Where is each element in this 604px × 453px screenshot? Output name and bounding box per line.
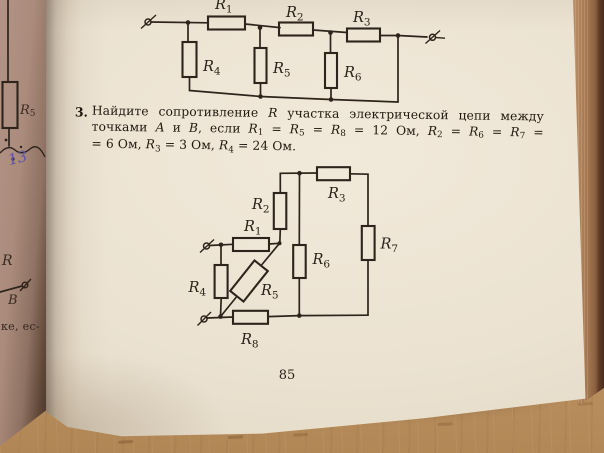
label-r8: R8 (240, 332, 259, 351)
left-page-b-label: B (8, 293, 18, 308)
label-r7: R7 (380, 237, 399, 256)
label-r5: R5 (272, 61, 291, 80)
label-r5: R5 (260, 283, 279, 302)
left-page-arrow-terminal-icon (0, 278, 32, 293)
circuit-diagram-main: R2 R1 R3 R4 R5 R6 R7 R8 (188, 166, 399, 351)
resistor-r5 (253, 46, 268, 85)
left-page-r5-label: R5 (20, 103, 36, 119)
handwriting-squiggle (0, 146, 46, 158)
resistor-r7 (360, 224, 376, 262)
problem-text: Найдите сопротивление R участка электрич… (91, 104, 544, 161)
label-r2: R2 (285, 5, 304, 24)
left-page-r-label: R (2, 253, 13, 269)
terminal-bottom-left-icon (197, 311, 212, 326)
resistor-r2 (277, 21, 315, 37)
label-r6: R6 (343, 65, 362, 84)
label-r1: R1 (243, 219, 262, 238)
circuit-diagram-top: R1 R2 R3 R4 R5 R6 (140, 0, 446, 103)
resistor-r4 (181, 40, 198, 79)
left-page-circuit-fragment (0, 0, 46, 161)
resistor-r4 (213, 263, 229, 300)
resistor-r1 (231, 236, 271, 253)
resistor-r1 (206, 15, 247, 31)
label-r1: R1 (214, 0, 233, 16)
label-r4: R4 (202, 59, 221, 78)
resistor-r5 (228, 258, 270, 304)
resistor-r6 (292, 243, 307, 280)
resistor-r8 (231, 309, 270, 325)
problem-number: 3. (74, 104, 89, 120)
resistor-r5-fragment (1, 80, 19, 130)
resistor-r6 (323, 51, 339, 90)
book-page: R1 R2 R3 R4 R5 R6 3. Найдите сопротивлен… (46, 0, 586, 437)
left-page-text-fragment: ке, ес- (1, 320, 40, 333)
resistor-r3 (315, 166, 352, 182)
terminal-right-icon (425, 29, 446, 45)
resistor-r3 (345, 27, 382, 43)
label-r3: R3 (327, 186, 346, 205)
label-r6: R6 (312, 252, 331, 271)
label-r4: R4 (188, 280, 207, 299)
label-r2: R2 (251, 197, 270, 216)
left-page-fragment: R5 13 R B ке, ес- (0, 0, 46, 446)
label-r3: R3 (352, 10, 371, 29)
resistor-r2 (272, 191, 288, 231)
page-number: 85 (278, 368, 296, 383)
